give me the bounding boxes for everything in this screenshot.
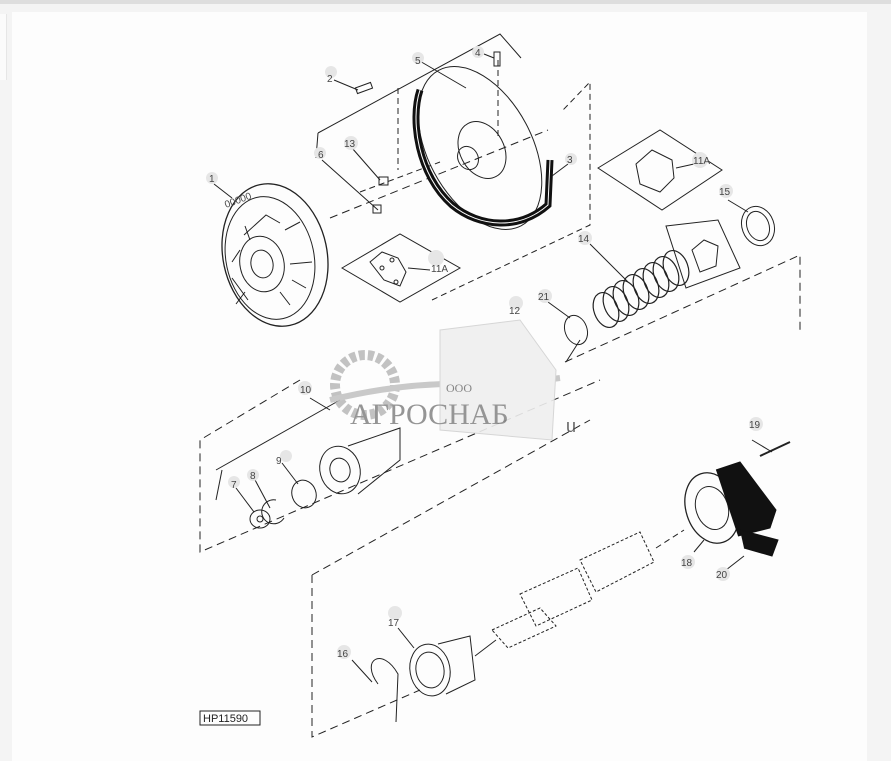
drawing-code-box [199, 710, 261, 726]
middle-group-outline [199, 379, 601, 553]
callout-11a-lower: 11A [431, 264, 448, 275]
callout-21: 21 [538, 292, 550, 303]
callout-11a-upper: 11A [693, 156, 710, 167]
callout-10: 10 [300, 385, 312, 396]
combine-harvester-icon [439, 319, 557, 441]
watermark-brand: АГРОСНАБ [350, 398, 509, 431]
callout-6: 6 [318, 150, 324, 161]
left-edge-panel [0, 14, 7, 80]
fasteners [321, 51, 501, 214]
part-11a-upper-inset [597, 129, 723, 211]
lower-group-outline [311, 419, 591, 738]
callout-12: 12 [509, 306, 521, 317]
callout-19: 19 [749, 420, 761, 431]
callout-14: 14 [578, 234, 590, 245]
callout-8: 8 [250, 471, 256, 482]
part-11a-lower-inset [341, 233, 462, 303]
spring-assembly [547, 199, 801, 363]
upper-group-outline [315, 33, 591, 301]
part-1-drive-wheel: 00000 [213, 183, 329, 327]
callout-2: 2 [327, 74, 333, 85]
shaft-assembly [351, 439, 791, 723]
callout-4: 4 [475, 48, 481, 59]
top-bar [0, 0, 891, 4]
idler-parts [235, 397, 401, 529]
callout-16: 16 [337, 649, 349, 660]
callout-5: 5 [415, 56, 421, 67]
watermark-logo: ООО АГРОСНАБ u [329, 319, 576, 441]
watermark-suffix: u [566, 416, 576, 436]
callout-1: 1 [209, 174, 215, 185]
watermark-prefix: ООО [446, 381, 472, 395]
callout-3: 3 [567, 155, 573, 166]
callout-bubbles [206, 46, 763, 659]
callout-labels: 1 2 3 4 5 6 7 8 9 10 11A 11A 12 13 14 15… [209, 48, 761, 660]
callout-18: 18 [681, 558, 693, 569]
part-5-disc [417, 59, 543, 230]
callout-20: 20 [716, 570, 728, 581]
callout-7: 7 [231, 480, 237, 491]
callout-13: 13 [344, 139, 356, 150]
part-3-seal-strip [412, 88, 569, 227]
drawing-code: HP11590 [203, 713, 248, 725]
callout-15: 15 [719, 187, 731, 198]
callout-17: 17 [388, 618, 400, 629]
callout-9: 9 [276, 456, 282, 467]
